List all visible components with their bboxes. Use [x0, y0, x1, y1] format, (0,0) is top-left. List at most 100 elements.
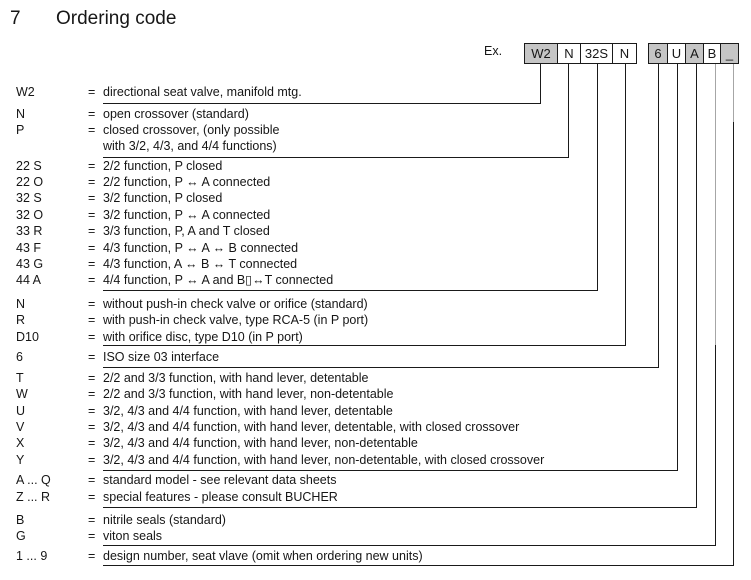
- code-value: 6: [16, 350, 23, 364]
- code-description: 2/2 function, P ↔ A connected: [103, 174, 271, 189]
- code-row: Y=3/2, 4/3 and 4/4 function, with hand l…: [0, 452, 751, 468]
- code-value: 1 ... 9: [16, 549, 48, 563]
- equals-sign: =: [88, 420, 96, 434]
- code-underline: [103, 345, 626, 346]
- code-description: 3/3 function, P, A and T closed: [103, 224, 270, 239]
- code-value: V: [16, 420, 25, 434]
- equals-sign: =: [88, 240, 96, 255]
- code-value: T: [16, 371, 24, 385]
- equals-sign: =: [88, 158, 96, 173]
- code-description: without push-in check valve or orifice (…: [103, 297, 368, 311]
- code-description: nitrile seals (standard): [103, 513, 226, 527]
- code-row: 33 R = 3/3 function, P, A and T closed: [0, 223, 751, 239]
- code-description: 2/2 function, P closed: [103, 158, 223, 173]
- code-value: X: [16, 436, 25, 451]
- code-row: W = 2/2 and 3/3 function, with hand lever,…: [0, 386, 751, 402]
- code-underline: [103, 565, 734, 566]
- code-row-continuation: with 3/2, 4/3, and 4/4 functions): [0, 138, 751, 154]
- code-value: G: [16, 529, 26, 543]
- equals-sign: =: [88, 313, 96, 328]
- code-row: N=without push-in check valve or orifice…: [0, 296, 751, 312]
- equals-sign: =: [88, 273, 96, 288]
- code-description: special features - please consult BUCHER: [103, 489, 338, 504]
- code-row: W2=directional seat valve, manifold mtg.: [0, 84, 751, 100]
- code-connector-line: [715, 64, 716, 345]
- equals-sign: =: [88, 256, 96, 271]
- code-description: closed crossover, (only possible: [103, 123, 280, 137]
- code-row: X = 3/2, 4/3 and 4/4 function, with hand l…: [0, 435, 751, 451]
- code-value: Z ... R: [16, 489, 51, 504]
- code-row: 22 O = 2/2 function, P ↔ A connected: [0, 174, 751, 190]
- code-row: 43 F = 4/3 function, P ↔ A ↔ B connected: [0, 240, 751, 256]
- code-value: A ... Q: [16, 473, 51, 487]
- code-description: ISO size 03 interface: [103, 350, 220, 364]
- code-row: 32 O=3/2 function, P ↔ A connected: [0, 207, 751, 223]
- code-connector-line: [540, 64, 541, 103]
- equals-sign: =: [88, 174, 96, 189]
- code-row: P=closed crossover, (only possible: [0, 122, 751, 138]
- code-row: B = nitrile seals (standard): [0, 512, 751, 528]
- code-value: 33 R: [16, 224, 43, 239]
- code-connector-line: [658, 64, 659, 367]
- equals-sign: =: [88, 329, 96, 344]
- code-row: U=3/2, 4/3 and 4/4 function, with hand l…: [0, 403, 751, 419]
- code-value: 22 O: [16, 174, 44, 189]
- code-row: A ... Q = standard model - see relevant da…: [0, 472, 751, 488]
- code-value: W: [16, 387, 28, 402]
- equals-sign: =: [88, 403, 96, 418]
- code-description: 4/3 function, P ↔ A ↔ B connected: [103, 240, 299, 255]
- equals-sign: =: [88, 513, 96, 527]
- code-row: 6=ISO size 03 interface: [0, 349, 751, 365]
- ordering-code-box: 32S: [580, 43, 613, 64]
- ordering-code-box: B: [703, 43, 721, 64]
- equals-sign: =: [88, 387, 96, 402]
- code-value: 32 S: [16, 191, 42, 206]
- code-row: T=2/2 and 3/3 function, with hand lever,…: [0, 370, 751, 386]
- code-connector-line: [715, 345, 716, 545]
- equals-sign: =: [88, 123, 96, 137]
- code-underline: [103, 367, 659, 368]
- code-connector-line: [733, 64, 734, 122]
- code-row: N=open crossover (standard): [0, 106, 751, 122]
- code-underline: [103, 103, 541, 104]
- equals-sign: =: [88, 489, 96, 504]
- section-number: 7: [10, 8, 21, 29]
- code-row: 32 S=3/2 function, P closed: [0, 190, 751, 206]
- equals-sign: =: [88, 224, 96, 239]
- ordering-code-box: 6: [648, 43, 668, 64]
- equals-sign: =: [88, 207, 96, 222]
- code-row: 44 A=4/4 function, P ↔ A and B▯↔T connec…: [0, 272, 751, 288]
- code-description: design number, seat vlave (omit when ord…: [103, 549, 423, 563]
- equals-sign: =: [88, 191, 96, 206]
- code-value: 22 S: [16, 158, 42, 173]
- equals-sign: =: [88, 107, 96, 121]
- code-connector-line: [677, 64, 678, 470]
- equals-sign: =: [88, 297, 96, 311]
- code-underline: [103, 290, 598, 291]
- code-underline: [103, 545, 716, 546]
- code-row: G=viton seals: [0, 528, 751, 544]
- equals-sign: =: [88, 85, 96, 99]
- equals-sign: =: [88, 473, 96, 487]
- equals-sign: =: [88, 452, 96, 467]
- code-value: 43 G: [16, 256, 44, 271]
- equals-sign: =: [88, 529, 96, 543]
- code-value: 43 F: [16, 240, 42, 255]
- code-description: with orifice disc, type D10 (in P port): [103, 329, 303, 344]
- code-row: Z ... R = special features - please consul…: [0, 489, 751, 505]
- ordering-code-box: _: [720, 43, 739, 64]
- code-value: R: [16, 313, 26, 328]
- equals-sign: =: [88, 436, 96, 451]
- code-description: 2/2 and 3/3 function, with hand lever, n…: [103, 387, 394, 402]
- code-value: Y: [16, 452, 25, 467]
- code-description: standard model - see relevant data sheet…: [103, 473, 337, 487]
- code-description: 3/2 function, P ↔ A connected: [103, 207, 271, 222]
- example-label: Ex.: [484, 44, 503, 58]
- code-row: D10=with orifice disc, type D10 (in P po…: [0, 329, 751, 345]
- code-description: 3/2, 4/3 and 4/4 function, with hand lev…: [103, 436, 418, 451]
- code-connector-line: [625, 64, 626, 345]
- code-row: 22 S = 2/2 function, P closed: [0, 158, 751, 174]
- code-value: B: [16, 513, 25, 527]
- ordering-code-box: N: [557, 43, 581, 64]
